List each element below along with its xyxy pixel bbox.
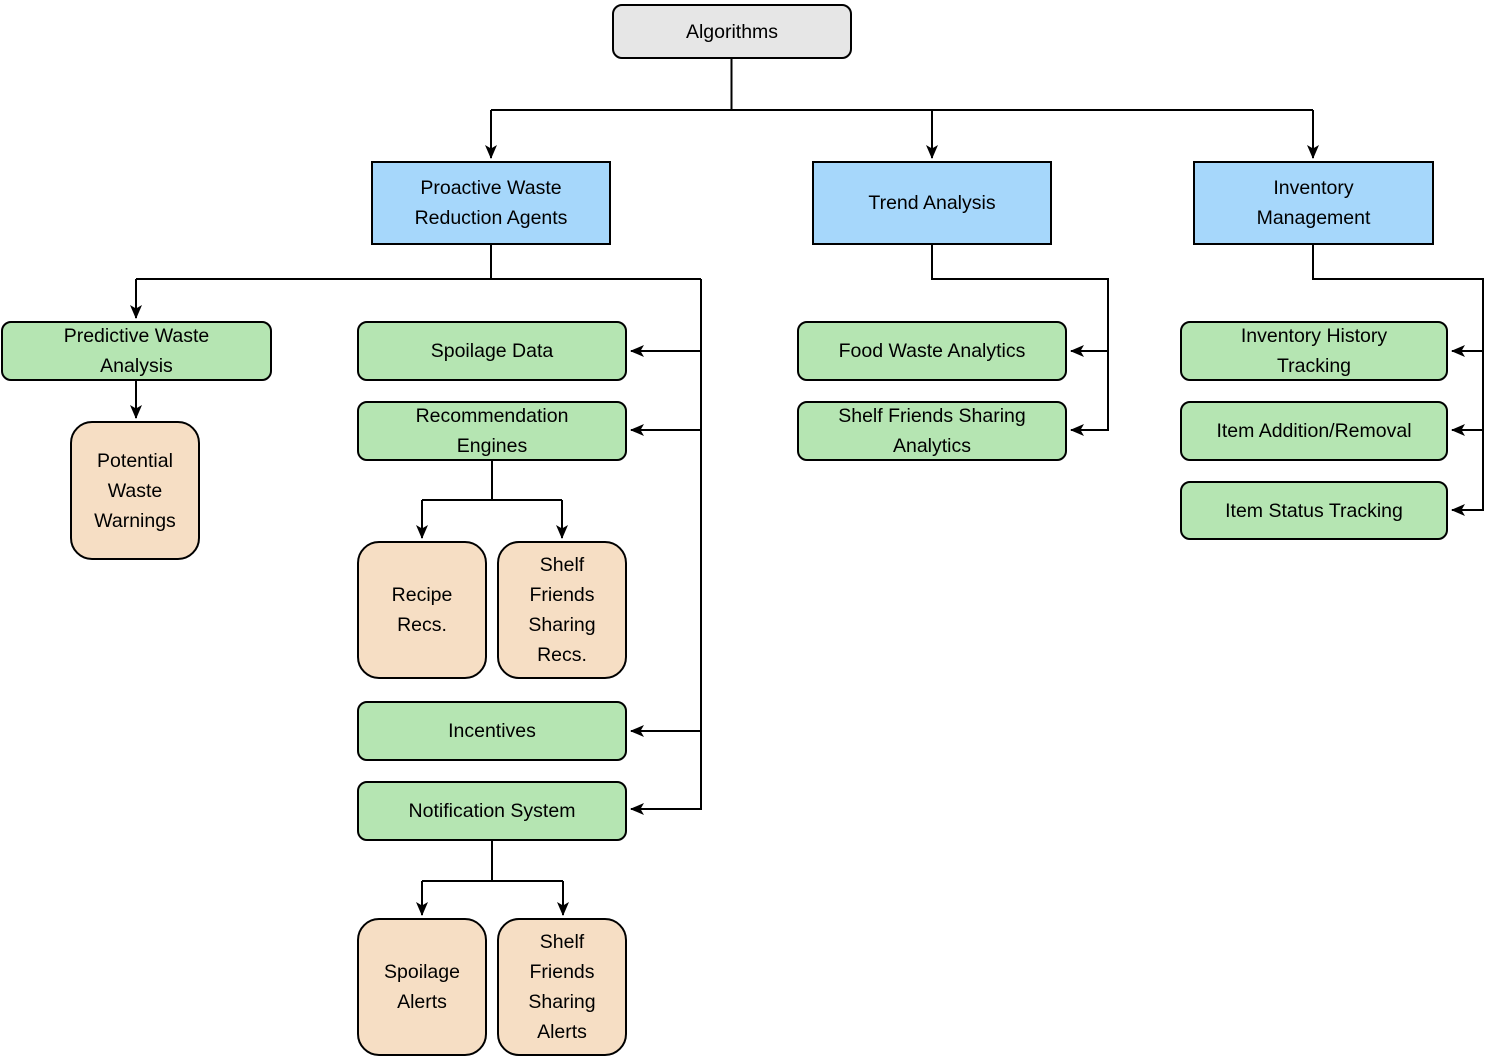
node-incentives-label: Incentives [448, 720, 536, 742]
node-item-status-tracking: Item Status Tracking [1180, 481, 1448, 540]
node-sfs-analytics-label: Shelf Friends Sharing Analytics [838, 405, 1026, 457]
node-rec-engines-label: Recommendation Engines [415, 405, 569, 457]
node-item-add-remove-label: Item Addition/Removal [1216, 420, 1412, 442]
node-predictive-label: Predictive Waste Analysis [63, 325, 210, 377]
node-trend-label: Trend Analysis [868, 192, 996, 214]
node-sfs-recs-label: Shelf Friends Sharing Recs. [528, 554, 596, 666]
node-spoilage-data: Spoilage Data [357, 321, 627, 381]
node-potential-waste-warnings: Potential Waste Warnings [70, 421, 200, 560]
node-inventory-management: Inventory Management [1193, 161, 1434, 245]
node-shelf-friends-sharing-analytics: Shelf Friends Sharing Analytics [797, 401, 1067, 461]
node-shelf-friends-sharing-recs: Shelf Friends Sharing Recs. [497, 541, 627, 679]
node-notification-label: Notification System [408, 800, 576, 822]
node-recipe-recs-label: Recipe Recs. [391, 584, 453, 636]
node-spoilage-data-label: Spoilage Data [430, 340, 554, 362]
node-recipe-recs: Recipe Recs. [357, 541, 487, 679]
node-proactive-label: Proactive Waste Reduction Agents [414, 177, 568, 229]
node-predictive-waste-analysis: Predictive Waste Analysis [1, 321, 272, 381]
node-spoilage-alerts: Spoilage Alerts [357, 918, 487, 1056]
edge-proactive-notification [630, 279, 702, 815]
node-food-waste-analytics-label: Food Waste Analytics [838, 340, 1026, 362]
node-notification-system: Notification System [357, 781, 627, 841]
node-incentives: Incentives [357, 701, 627, 761]
node-spoilage-alerts-label: Spoilage Alerts [384, 961, 460, 1013]
node-algorithms-label: Algorithms [685, 20, 779, 43]
node-item-addition-removal: Item Addition/Removal [1180, 401, 1448, 461]
node-inventory-label: Inventory Management [1256, 177, 1371, 229]
node-recommendation-engines: Recommendation Engines [357, 401, 627, 461]
node-item-status-label: Item Status Tracking [1225, 499, 1403, 522]
node-algorithms: Algorithms [612, 4, 852, 59]
node-sfs-alerts-label: Shelf Friends Sharing Alerts [528, 931, 596, 1043]
node-food-waste-analytics: Food Waste Analytics [797, 321, 1067, 381]
node-inv-history-label: Inventory History Tracking [1240, 325, 1388, 377]
node-proactive-waste-reduction-agents: Proactive Waste Reduction Agents [371, 161, 611, 245]
node-inventory-history-tracking: Inventory History Tracking [1180, 321, 1448, 381]
node-trend-analysis: Trend Analysis [812, 161, 1052, 245]
node-potential-warnings-label: Potential Waste Warnings [94, 449, 176, 532]
node-shelf-friends-sharing-alerts: Shelf Friends Sharing Alerts [497, 918, 627, 1056]
